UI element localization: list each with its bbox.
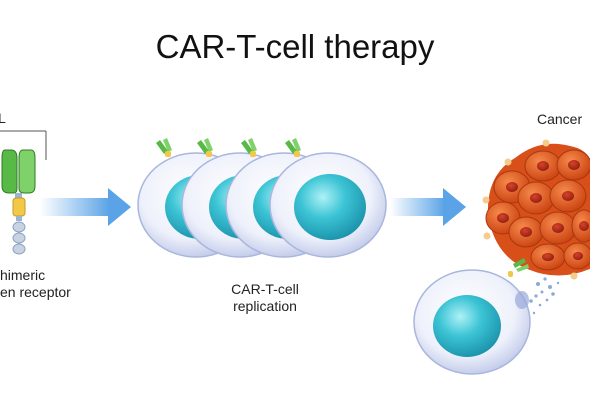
attacking-car-t-cell — [413, 258, 531, 375]
antigen — [570, 272, 578, 280]
left-caption-line1: himeric — [0, 267, 46, 283]
tumor-cell — [539, 211, 577, 245]
tumor-cell — [517, 181, 555, 215]
label-bracket — [0, 130, 47, 160]
diagram-title: CAR-T-cell therapy — [155, 28, 435, 65]
antigen — [483, 232, 491, 240]
cancer-label: Cancer — [537, 111, 583, 127]
cytokine-particles — [525, 277, 560, 315]
tumor-cluster — [482, 139, 590, 280]
arrow-to-replication — [40, 188, 131, 226]
middle-caption-line1: CAR-T-cell — [231, 281, 299, 297]
tumor-cell — [524, 150, 562, 182]
middle-caption-line2: replication — [233, 298, 297, 314]
left-top-label: L — [0, 110, 6, 126]
car-t-cell — [269, 138, 387, 258]
left-caption-line2: en receptor — [0, 284, 71, 300]
tumor-cell — [571, 209, 590, 243]
tumor-cell — [508, 216, 544, 248]
tumor-cell — [530, 243, 566, 271]
car-receptor-icon — [508, 258, 529, 277]
arrow-to-cancer — [390, 188, 466, 226]
tumor-cell — [549, 179, 587, 213]
antigen — [482, 196, 490, 204]
tumor-cell — [563, 242, 590, 270]
antigen — [542, 139, 550, 147]
antigen — [504, 158, 512, 166]
tumor-cell — [556, 149, 590, 181]
car-t-cell-stack — [137, 138, 387, 258]
car-receptor-diagram — [1, 149, 36, 255]
